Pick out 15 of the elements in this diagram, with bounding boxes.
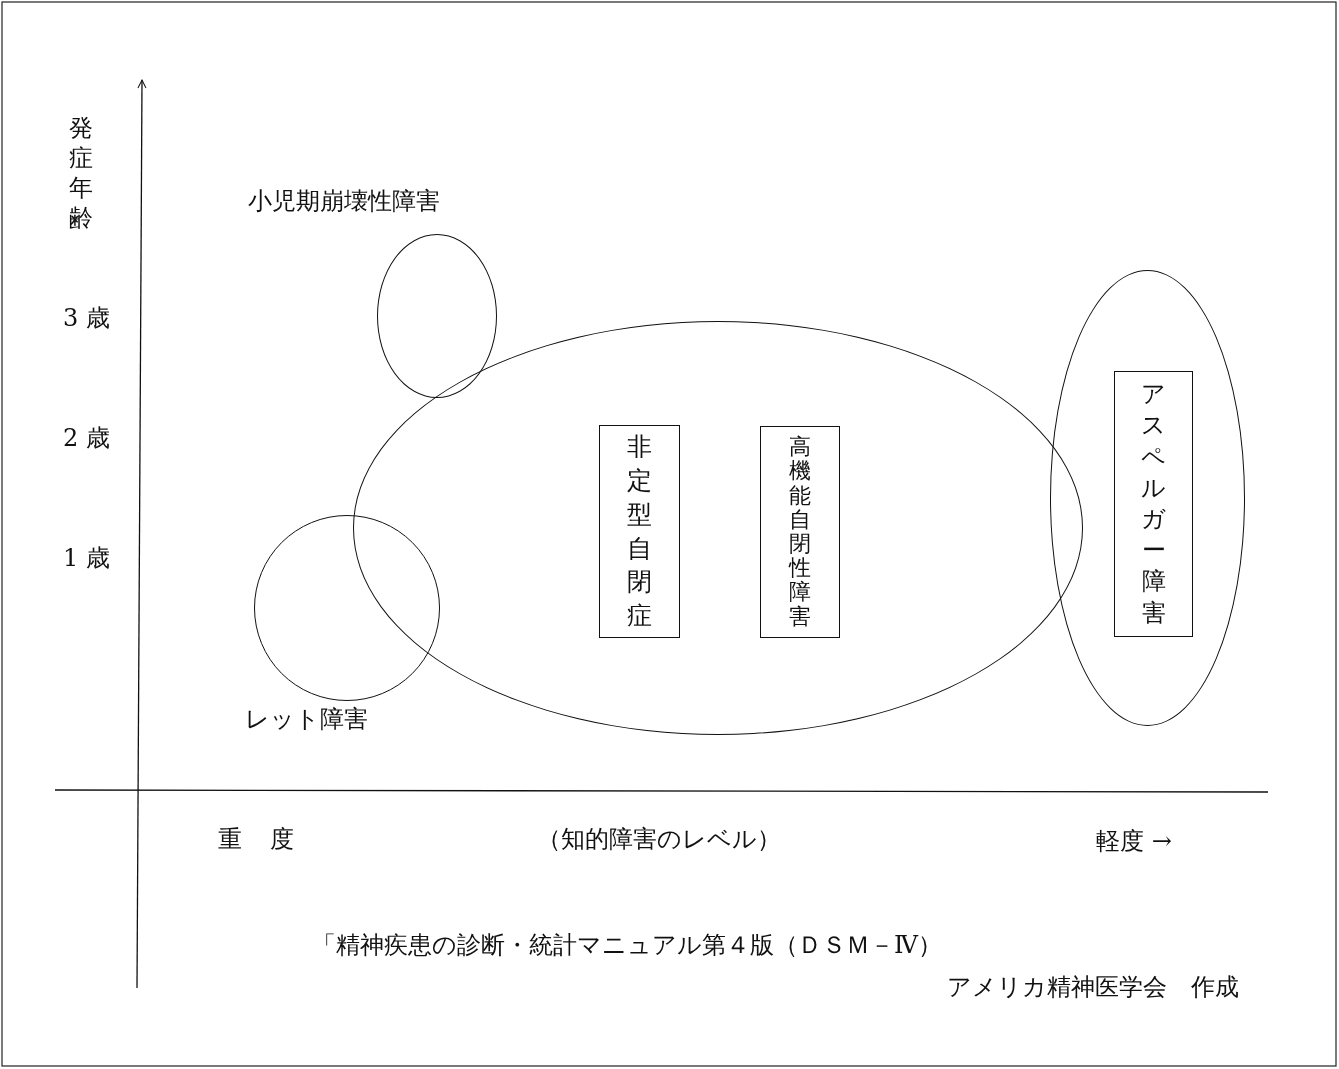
axis-title: （知的障害のレベル） — [537, 825, 781, 854]
label-box: 非定型自閉症 — [599, 425, 680, 638]
ellipse-label: レット障害 — [245, 705, 368, 734]
axis-label: 軽度 → — [1096, 827, 1172, 856]
axis-tick-label: 2 歳 — [63, 424, 110, 453]
label-box: 高機能自閉性障害 — [760, 426, 840, 638]
axis-tick-label: 3 歳 — [63, 304, 110, 333]
label-box: アスペルガー障害 — [1114, 371, 1193, 637]
axis-title: 発症年齢 — [68, 113, 94, 233]
axis-label: 重 度 — [218, 825, 304, 854]
ellipse — [1050, 270, 1245, 726]
source-note: 「精神疾患の診断・統計マニュアル第４版（ＤＳＭ－Ⅳ） — [312, 931, 942, 960]
ellipse-label: 小児期崩壊性障害 — [248, 187, 440, 216]
axis-tick-label: 1 歳 — [63, 544, 110, 573]
source-note: アメリカ精神医学会 作成 — [947, 973, 1239, 1002]
